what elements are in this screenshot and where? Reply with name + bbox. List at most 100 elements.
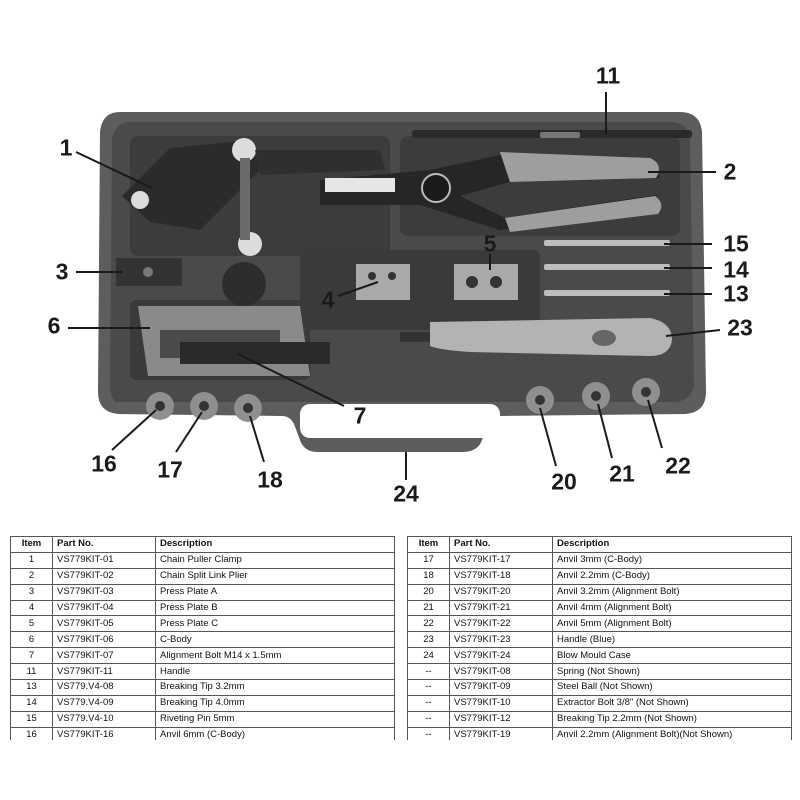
cell-part-no: VS779KIT-08 [449, 663, 553, 681]
callout-22: 22 [665, 452, 691, 479]
cell-part-no: VS779.V4-10 [52, 710, 156, 728]
gear [222, 262, 266, 306]
cell-item: 13 [10, 679, 53, 696]
col-header-part: Part No. [52, 536, 156, 553]
callout-15: 15 [723, 230, 749, 257]
callout-24: 24 [393, 480, 419, 507]
cell-part-no: VS779KIT-18 [449, 567, 553, 585]
callout-21: 21 [609, 460, 635, 487]
cell-description: Anvil 2.2mm (C-Body) [552, 567, 792, 585]
cell-part-no: VS779KIT-06 [52, 631, 156, 649]
cell-item: 5 [10, 615, 53, 633]
table-header-row: Item Part No. Description [10, 536, 395, 553]
callout-6: 6 [47, 312, 61, 339]
callout-2: 2 [723, 158, 737, 185]
cell-item: 3 [10, 583, 53, 601]
callout-5: 5 [483, 230, 497, 257]
cell-description: C-Body [155, 631, 395, 649]
col-header-part: Part No. [449, 536, 553, 553]
cell-item: 7 [10, 647, 53, 665]
leader-lines [68, 92, 721, 480]
cell-item: 22 [407, 615, 450, 633]
callout-1: 1 [59, 134, 73, 161]
cell-part-no: VS779KIT-09 [449, 679, 553, 696]
cell-description: Anvil 5mm (Alignment Bolt) [552, 615, 792, 633]
cell-item: 18 [407, 567, 450, 585]
c-body [138, 306, 330, 376]
press-plate-c [454, 264, 518, 300]
cell-item: 1 [10, 551, 53, 569]
col-header-desc: Description [155, 536, 395, 553]
cell-description: Extractor Bolt 3/8" (Not Shown) [552, 694, 792, 712]
cell-description: Blow Mould Case [552, 647, 792, 665]
cell-item: 17 [407, 551, 450, 569]
cell-item: 4 [10, 599, 53, 617]
cell-part-no: VS779KIT-19 [449, 726, 553, 740]
cell-part-no: VS779KIT-07 [52, 647, 156, 665]
cell-part-no: VS779KIT-12 [449, 710, 553, 728]
cell-item: 21 [407, 599, 450, 617]
cell-description: Anvil 6mm (C-Body) [155, 726, 395, 740]
cell-description: Handle [155, 663, 395, 681]
col-header-item: Item [407, 536, 450, 553]
cell-description: Anvil 2.2mm (Alignment Bolt)(Not Shown) [552, 726, 792, 740]
cell-description: Press Plate B [155, 599, 395, 617]
cell-description: Breaking Tip 4.0mm [155, 694, 395, 712]
callout-14: 14 [723, 256, 749, 283]
cell-part-no: VS779KIT-17 [449, 551, 553, 569]
cell-description: Riveting Pin 5mm [155, 710, 395, 728]
cell-part-no: VS779KIT-23 [449, 631, 553, 649]
cell-description: Handle (Blue) [552, 631, 792, 649]
cell-description: Press Plate A [155, 583, 395, 601]
cell-part-no: VS779KIT-01 [52, 551, 156, 569]
cell-description: Chain Split Link Plier [155, 567, 395, 585]
cell-part-no: VS779KIT-03 [52, 583, 156, 601]
case-handle-slot [300, 404, 500, 438]
cell-item: 15 [10, 710, 53, 728]
cell-part-no: VS779KIT-05 [52, 615, 156, 633]
callout-3: 3 [55, 258, 69, 285]
callout-4: 4 [321, 286, 335, 313]
press-plate-b [356, 264, 410, 300]
col-header-desc: Description [552, 536, 792, 553]
cell-item: 20 [407, 583, 450, 601]
cell-description: Press Plate C [155, 615, 395, 633]
cell-part-no: VS779.V4-08 [52, 679, 156, 696]
cell-description: Breaking Tip 3.2mm [155, 679, 395, 696]
cell-description: Breaking Tip 2.2mm (Not Shown) [552, 710, 792, 728]
cell-part-no: VS779KIT-02 [52, 567, 156, 585]
cell-item: 24 [407, 647, 450, 665]
callout-13: 13 [723, 280, 749, 307]
cell-item: -- [407, 694, 450, 712]
cell-item: 14 [10, 694, 53, 712]
cell-description: Anvil 3.2mm (Alignment Bolt) [552, 583, 792, 601]
cell-description: Chain Puller Clamp [155, 551, 395, 569]
tool-kit-photo [68, 92, 721, 480]
callout-18: 18 [257, 466, 283, 493]
cell-item: -- [407, 679, 450, 696]
cell-part-no: VS779KIT-22 [449, 615, 553, 633]
cell-description: Anvil 3mm (C-Body) [552, 551, 792, 569]
col-header-item: Item [10, 536, 53, 553]
cell-description: Steel Ball (Not Shown) [552, 679, 792, 696]
